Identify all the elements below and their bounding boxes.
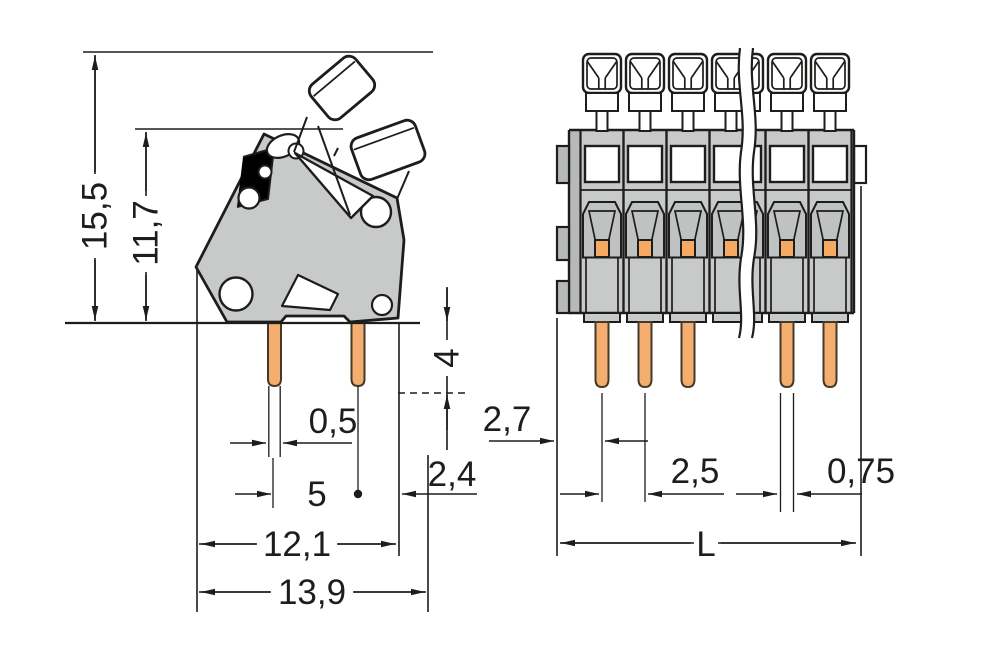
dim-edge-offset: 2,4 xyxy=(402,455,477,498)
push-lever-closed xyxy=(349,118,427,182)
reference-lines xyxy=(83,51,433,130)
mounting-tab xyxy=(852,144,868,185)
solder-pin xyxy=(350,321,366,388)
dim-width-body: 12,1 xyxy=(199,525,396,564)
dim-label-12-1: 12,1 xyxy=(263,525,331,564)
housing-cutout xyxy=(280,273,340,312)
housing-hole xyxy=(237,186,261,210)
front-view xyxy=(555,47,868,388)
solder-pin xyxy=(779,321,795,388)
dim-label-2-4: 2,4 xyxy=(428,455,477,494)
dimensioning: 15,5 11,7 4 0,5 5 xyxy=(65,51,895,612)
clamp-spring-gap xyxy=(293,151,375,220)
dim-pin-width-side: 0,5 xyxy=(230,402,358,447)
dim-first-pole-offset: 2,7 xyxy=(483,400,648,445)
push-lever-open xyxy=(307,54,377,122)
solder-pin xyxy=(822,321,838,388)
dim-label-13-9: 13,9 xyxy=(278,573,346,612)
housing-hole xyxy=(370,293,394,317)
dim-height-total: 15,5 xyxy=(76,55,115,321)
dim-label-11-7: 11,7 xyxy=(127,200,166,266)
lever-pivot xyxy=(359,195,393,229)
side-view xyxy=(194,54,427,388)
lever-arm-lines xyxy=(293,116,410,216)
break-lines xyxy=(737,47,758,339)
pivot-dot xyxy=(257,164,273,180)
mounting-tab xyxy=(555,225,571,262)
solder-pin xyxy=(637,321,653,388)
dim-label-0-5: 0,5 xyxy=(309,402,358,441)
dim-label-15-5: 15,5 xyxy=(76,182,115,250)
dim-dot xyxy=(353,489,363,499)
dim-width-total: 13,9 xyxy=(199,573,426,612)
dim-pin-length: 4 xyxy=(428,287,467,450)
solder-pin xyxy=(680,321,696,388)
dim-label-5: 5 xyxy=(307,475,326,514)
dim-label-2-5: 2,5 xyxy=(671,452,720,491)
dim-pin-spacing: 5 xyxy=(235,475,363,514)
housing-outline xyxy=(567,128,856,315)
dim-pole-pitch: 2,5 xyxy=(560,452,724,498)
dim-pin-width-front: 0,75 xyxy=(736,452,895,498)
mounting-tab xyxy=(555,279,571,315)
housing-hole xyxy=(218,276,254,312)
dim-label-4: 4 xyxy=(428,348,467,367)
dim-label-2-7: 2,7 xyxy=(483,400,532,439)
dim-label-L: L xyxy=(696,525,715,564)
mounting-tab xyxy=(555,144,571,185)
solder-pin xyxy=(267,321,282,388)
dim-height-body: 11,7 xyxy=(127,132,166,321)
dim-label-0-75: 0,75 xyxy=(827,452,895,491)
dim-total-length: L xyxy=(560,525,856,564)
solder-pin xyxy=(594,321,610,388)
